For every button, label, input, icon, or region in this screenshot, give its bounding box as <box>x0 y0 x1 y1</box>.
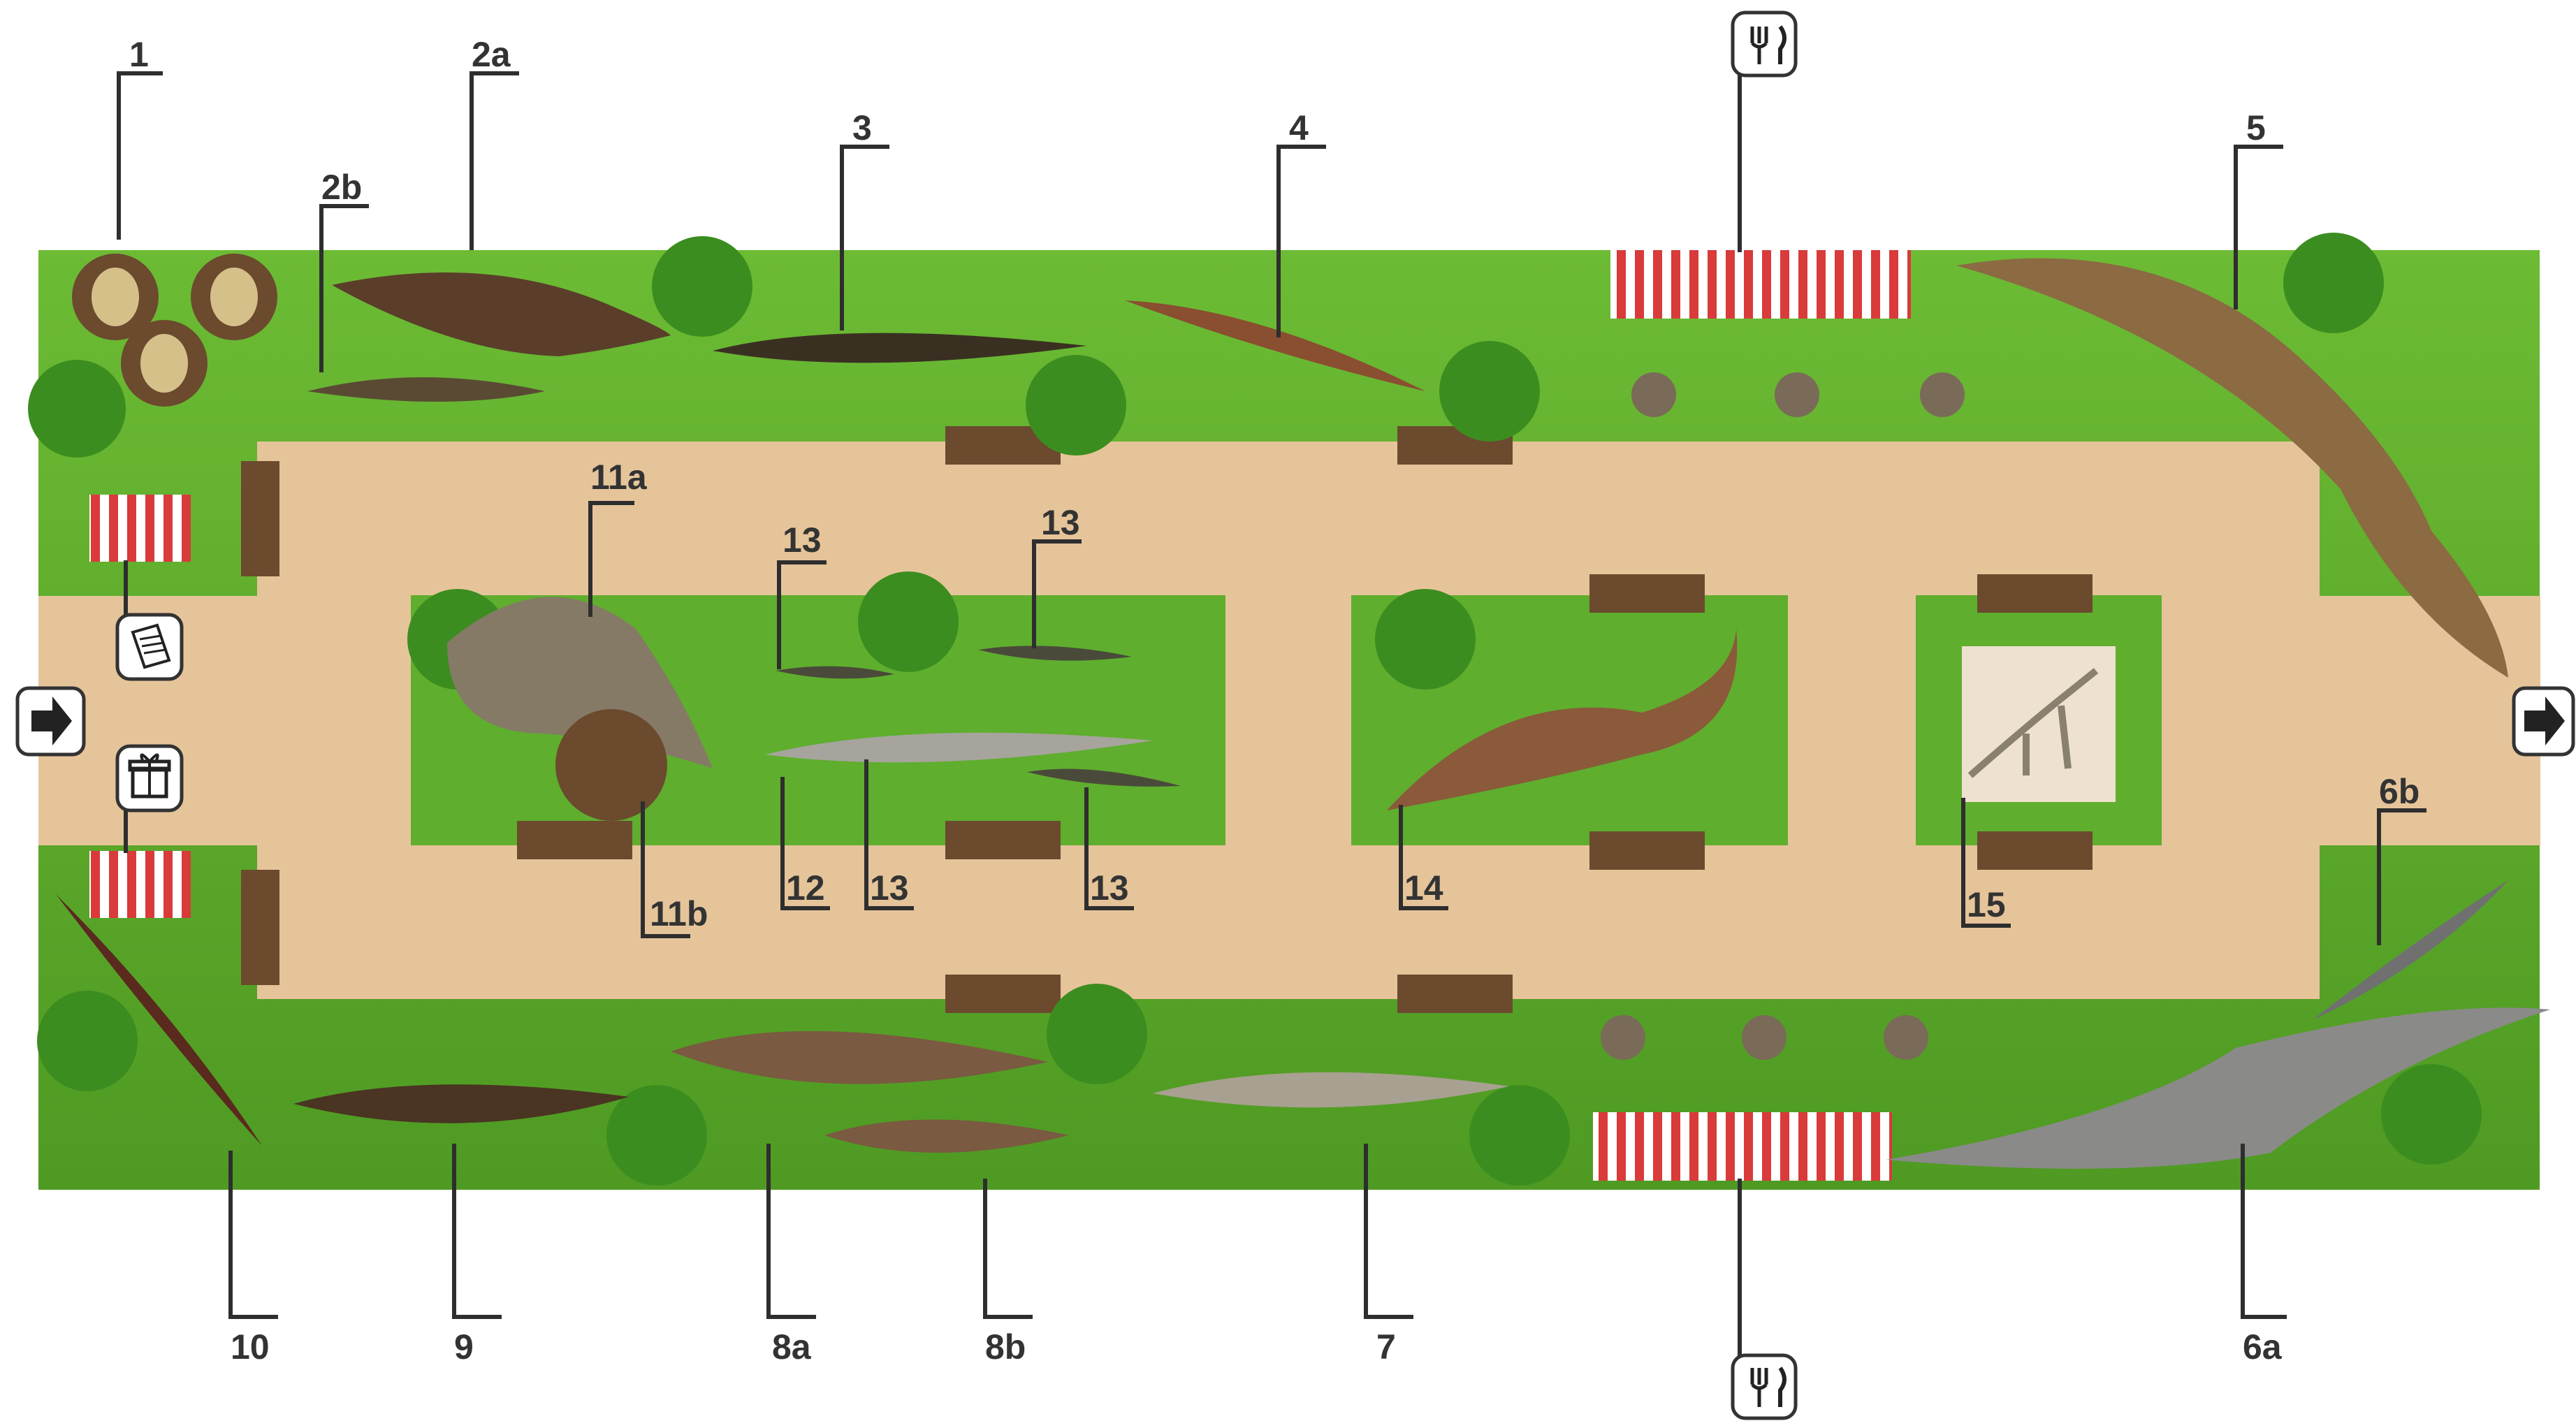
nest-11b <box>555 709 667 821</box>
shop-awning <box>89 851 191 918</box>
bush <box>2283 233 2384 333</box>
bench <box>1589 574 1705 613</box>
exhibit-label-13: 13 <box>870 868 909 908</box>
bench <box>945 975 1061 1013</box>
exhibit-label-6a: 6a <box>2243 1327 2283 1367</box>
bush <box>606 1085 707 1186</box>
exhibit-label-9: 9 <box>454 1327 474 1367</box>
exhibit-label-8a: 8a <box>772 1327 812 1367</box>
exhibit-label-11a: 11a <box>590 458 648 497</box>
bench <box>1589 831 1705 870</box>
exit-arrow-icon[interactable] <box>2514 688 2573 755</box>
exhibit-label-7: 7 <box>1376 1327 1396 1367</box>
bench <box>1977 831 2093 870</box>
restaurant-awning <box>1610 250 1911 319</box>
bench <box>1977 574 2093 613</box>
exhibit-label-13: 13 <box>783 520 822 560</box>
bush <box>2381 1064 2482 1165</box>
bench <box>1397 975 1513 1013</box>
exhibit-label-15: 15 <box>1967 885 2006 924</box>
bush <box>28 360 126 458</box>
gift-icon[interactable] <box>117 746 182 810</box>
bench <box>517 821 632 859</box>
entrance-arrow-icon[interactable] <box>17 688 84 755</box>
restaurant-top-fork-knife-icon[interactable] <box>1733 13 1796 75</box>
bush <box>1375 589 1476 690</box>
bench <box>241 461 279 576</box>
exhibit-label-13: 13 <box>1090 868 1129 908</box>
exhibit-label-6b: 6b <box>2379 772 2419 811</box>
exhibit-label-3: 3 <box>852 108 872 147</box>
bush <box>37 991 138 1091</box>
bush <box>1026 355 1126 456</box>
bench <box>241 870 279 985</box>
exhibit-label-1: 1 <box>129 35 149 74</box>
exhibit-label-13: 13 <box>1041 503 1080 542</box>
exhibit-label-2b: 2b <box>321 168 362 207</box>
restaurant-awning <box>1593 1112 1892 1181</box>
bush <box>1469 1085 1570 1186</box>
exhibit-label-2a: 2a <box>472 35 511 74</box>
restaurant-bottom-fork-knife-icon[interactable] <box>1733 1355 1796 1418</box>
exhibit-label-8b: 8b <box>985 1327 1026 1367</box>
exhibit-label-12: 12 <box>786 868 825 908</box>
bush <box>1047 984 1147 1084</box>
bench <box>945 821 1061 859</box>
bush <box>652 236 752 337</box>
bush <box>1439 341 1540 442</box>
exhibit-label-14: 14 <box>1404 868 1443 908</box>
exhibit-label-5: 5 <box>2246 108 2266 147</box>
bush <box>858 571 959 672</box>
ticket-icon[interactable] <box>117 615 182 679</box>
exhibit-label-11b: 11b <box>650 894 708 933</box>
exhibit-label-4: 4 <box>1289 108 1309 147</box>
ticket-awning <box>89 495 191 562</box>
exhibit-label-10: 10 <box>231 1327 270 1367</box>
